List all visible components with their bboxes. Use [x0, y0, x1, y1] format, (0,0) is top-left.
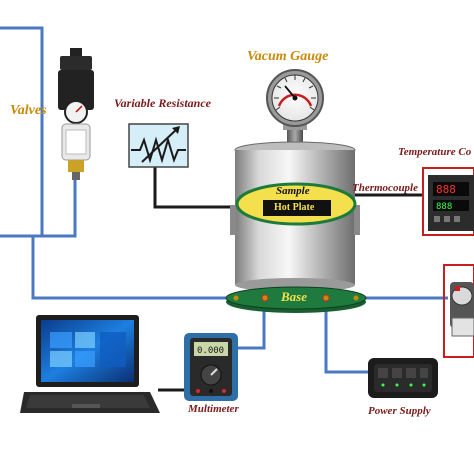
svg-text:888: 888	[436, 183, 456, 196]
power-supply-label: Power Supply	[368, 405, 431, 417]
power-supply-device	[368, 358, 438, 398]
valve-regulator	[58, 48, 94, 180]
temperature-controller: 888 888	[422, 167, 474, 236]
vacuum-pipe	[0, 26, 448, 374]
valves-label: Valves	[10, 103, 47, 118]
hot-plate-label: Hot Plate	[274, 202, 315, 213]
svg-text:0.000: 0.000	[197, 346, 224, 356]
multimeter-device: 0.000	[184, 333, 238, 401]
base-label: Base	[281, 289, 307, 304]
svg-text:888: 888	[436, 202, 452, 212]
variable-resistance-symbol	[128, 123, 189, 168]
vacuum-pump	[443, 264, 474, 358]
chamber-base	[225, 286, 367, 313]
variable-resistance-label: Variable Resistance	[114, 96, 212, 110]
sample-label: Sample	[276, 185, 310, 197]
temperature-controller-label: Temperature Co	[398, 146, 472, 158]
thermocouple-label: Thermocouple	[352, 182, 418, 194]
hot-plate	[263, 200, 331, 216]
laptop	[20, 315, 160, 413]
vacuum-gauge	[266, 69, 324, 148]
multimeter-label: Multimeter	[188, 403, 239, 415]
vacuum-gauge-label: Vacum Gauge	[247, 49, 329, 64]
